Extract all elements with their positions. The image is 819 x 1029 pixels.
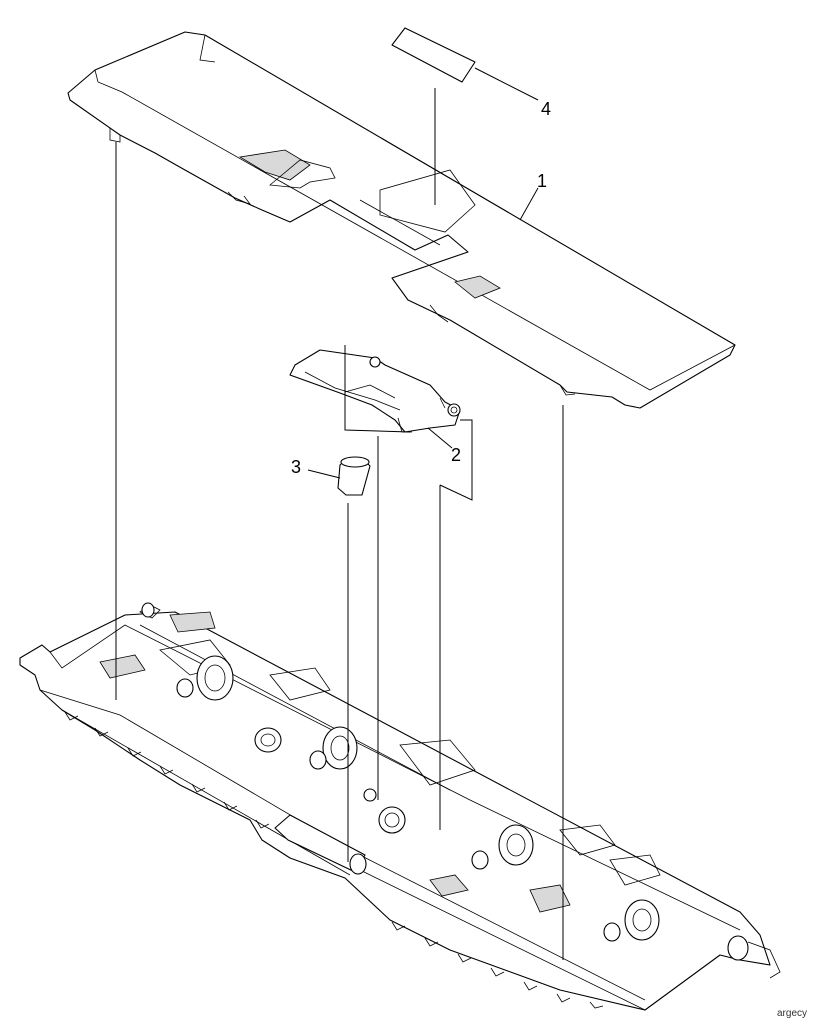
roller-part [337,456,371,496]
callout-2: 2 [451,445,462,465]
callout-3: 3 [291,457,302,477]
alignment-guides [115,88,564,960]
callout-1: 1 [537,171,548,191]
callout-leaders [307,67,539,479]
upper-guide-plate [67,31,736,409]
separator-holder [289,349,461,433]
watermark-text: argecy [777,1008,808,1019]
lower-feed-assembly [19,602,781,1011]
label-part [391,27,476,83]
callout-4: 4 [541,99,552,119]
